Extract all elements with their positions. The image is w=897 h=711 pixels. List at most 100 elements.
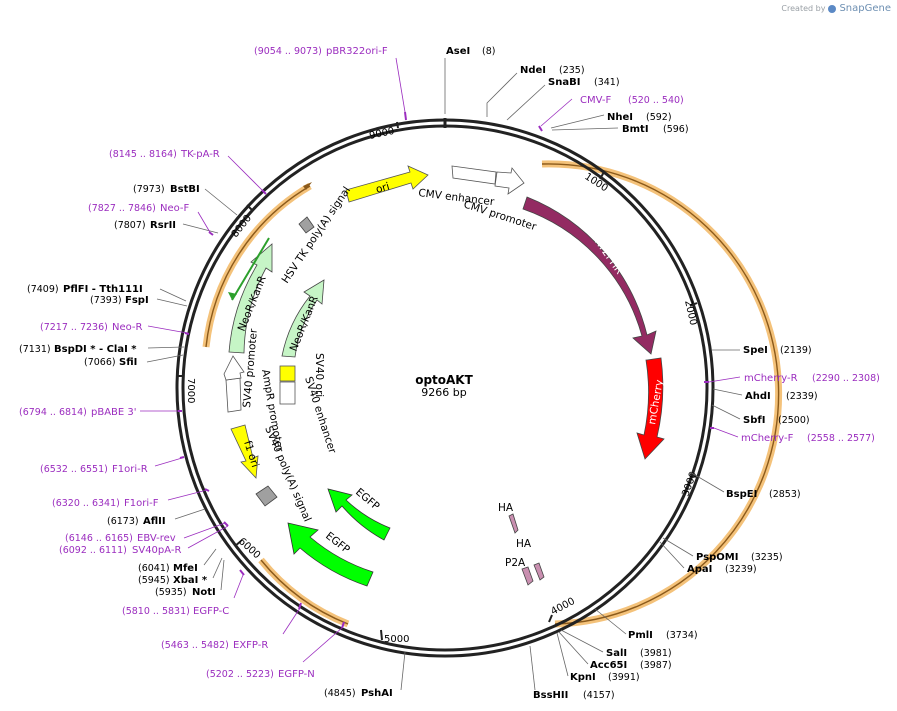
- leader-pspomi: [662, 537, 694, 557]
- primer-range-exfp-r: (5463 .. 5482): [161, 640, 229, 651]
- site-pos-ahdi: (2339): [786, 391, 818, 402]
- feature-label-ori: ori: [375, 181, 391, 196]
- feature-label-egfp-inner: EGFP: [353, 486, 382, 513]
- site-name-bstbi: BstBI: [170, 184, 200, 195]
- feature-hsv-tk-polya: [298, 216, 315, 234]
- primer-leaders: [140, 57, 741, 663]
- primer-range-neo-f: (7827 .. 7846): [88, 203, 156, 214]
- site-pos-afl2: (6173): [107, 516, 139, 527]
- site-pos-bspdi: (7131): [19, 344, 51, 355]
- tick-1000: [599, 171, 605, 180]
- primer-leader-pbr322: [395, 57, 406, 113]
- primer-mark-f1ori-r: [179, 456, 185, 459]
- site-name-mfei: MfeI: [173, 563, 198, 574]
- feature-f1-ori: [230, 424, 259, 479]
- site-pos-snabi: (341): [594, 77, 620, 88]
- site-leaders: [146, 58, 743, 691]
- primer-name-pbr322: pBR322ori-F: [326, 46, 388, 57]
- leader-fspi: [156, 298, 188, 307]
- feature-label-sv40-ori: SV40 ori: [313, 353, 325, 397]
- primer-name-sv40pa-r: SV40pA-R: [132, 545, 181, 556]
- site-name-pspomi: PspOMI: [696, 552, 738, 563]
- site-name-bsshii: BssHII: [533, 690, 568, 701]
- site-name-rsrii: RsrII: [150, 220, 176, 231]
- neo-orf-arrowhead: [228, 292, 237, 300]
- primer-range-sv40pa-r: (6092 .. 6111): [59, 545, 127, 556]
- site-name-pmli: PmlI: [628, 630, 653, 641]
- tick-3000: [689, 473, 697, 478]
- feature-mcherry: [636, 357, 665, 460]
- leader-bspdi: [147, 346, 185, 349]
- site-labels: AseI (8) NdeI (235) SnaBI (341) NheI (59…: [19, 46, 818, 701]
- primer-name-tk-pa-r: TK-pA-R: [180, 149, 220, 160]
- primer-labels: (9054 .. 9073) pBR322ori-F CMV-F (520 ..…: [19, 46, 880, 680]
- feature-ha-1: [508, 513, 519, 534]
- feature-cmv-enhancer: [451, 165, 497, 185]
- primer-leader-neo-f: [197, 211, 212, 235]
- primer-name-cmv: CMV-F: [580, 95, 611, 106]
- primer-name-exfp-r: EXFP-R: [233, 640, 268, 651]
- site-name-pflfi: PflFI - Tth111I: [63, 284, 143, 295]
- feature-p2a: [521, 566, 534, 586]
- feature-neor-inner: [281, 279, 325, 358]
- primer-name-mcherry-r: mCherry-R: [744, 373, 798, 384]
- feature-ori: [345, 165, 429, 203]
- site-name-asei: AseI: [446, 46, 470, 57]
- primer-name-egfp-n: EGFP-N: [278, 669, 315, 680]
- site-pos-ndei: (235): [559, 65, 585, 76]
- site-pos-bspei: (2853): [769, 489, 801, 500]
- leader-ahdi: [712, 388, 743, 396]
- primer-name-pbabe: pBABE 3': [91, 407, 137, 418]
- leader-pshai: [400, 651, 406, 691]
- site-pos-spei: (2139): [780, 345, 812, 356]
- primer-mark-egfp-n: [341, 621, 345, 629]
- tick-9000: [396, 121, 399, 129]
- site-pos-kpni: (3991): [608, 672, 640, 683]
- primer-leader-neo-r: [147, 325, 188, 334]
- leader-sfii: [146, 354, 184, 363]
- leader-kpni: [556, 632, 569, 677]
- leader-acc65i: [558, 631, 589, 665]
- primer-leader-sv40pa-r: [187, 525, 229, 549]
- feature-label-sv40-polya: SV40 poly(A) signal: [262, 424, 313, 523]
- site-name-sali: SalI: [606, 648, 627, 659]
- primer-range-f1ori-r: (6532 .. 6551): [40, 464, 108, 475]
- feature-label-ha-1: HA: [498, 502, 514, 514]
- site-name-bspdi: BspDI * - ClaI *: [54, 344, 137, 355]
- primer-range-cmv: (520 .. 540): [628, 95, 684, 106]
- site-pos-mfei: (6041): [138, 563, 170, 574]
- primer-name-ebv: EBV-rev: [137, 533, 176, 544]
- tick-8000: [246, 204, 254, 212]
- orf-arcs: [202, 160, 783, 628]
- site-pos-pshai: (4845): [324, 688, 356, 699]
- leader-mfei: [203, 548, 217, 566]
- neo-arc-arrowhead: [303, 182, 312, 190]
- tick-label-4000: 4000: [549, 596, 577, 618]
- site-pos-pmli: (3734): [666, 630, 698, 641]
- primer-leader-egfp-n: [302, 626, 344, 663]
- feature-sv40-polya: [255, 485, 278, 507]
- primer-range-pbabe: (6794 .. 6814): [19, 407, 87, 418]
- site-name-snabi: SnaBI: [548, 77, 580, 88]
- plasmid-name: optoAKT: [415, 373, 473, 387]
- primer-mark-egfp-c: [239, 569, 245, 576]
- leader-snabi: [506, 84, 546, 121]
- tick-marks: [176, 121, 698, 641]
- leader-pmli: [594, 608, 627, 635]
- leader-sali: [560, 629, 604, 653]
- feature-sv40-ori: [279, 365, 296, 382]
- feature-cry2phr: [522, 196, 657, 355]
- feature-label-ha-2: HA: [516, 538, 532, 550]
- snapgene-watermark: Created by SnapGene: [781, 3, 891, 14]
- primer-mark-exfp-r: [298, 602, 302, 610]
- primer-name-neo-r: Neo-R: [112, 322, 143, 333]
- primer-name-mcherry-f: mCherry-F: [741, 433, 794, 444]
- primer-leader-f1ori-f: [167, 489, 208, 501]
- feature-neor-outer: [228, 243, 273, 354]
- leader-pflfi: [159, 288, 187, 302]
- watermark-created-by: Created by: [781, 4, 826, 13]
- primer-leader-cmv: [540, 98, 573, 127]
- leader-rsrii: [182, 223, 219, 234]
- site-pos-pflfi: (7409): [27, 284, 59, 295]
